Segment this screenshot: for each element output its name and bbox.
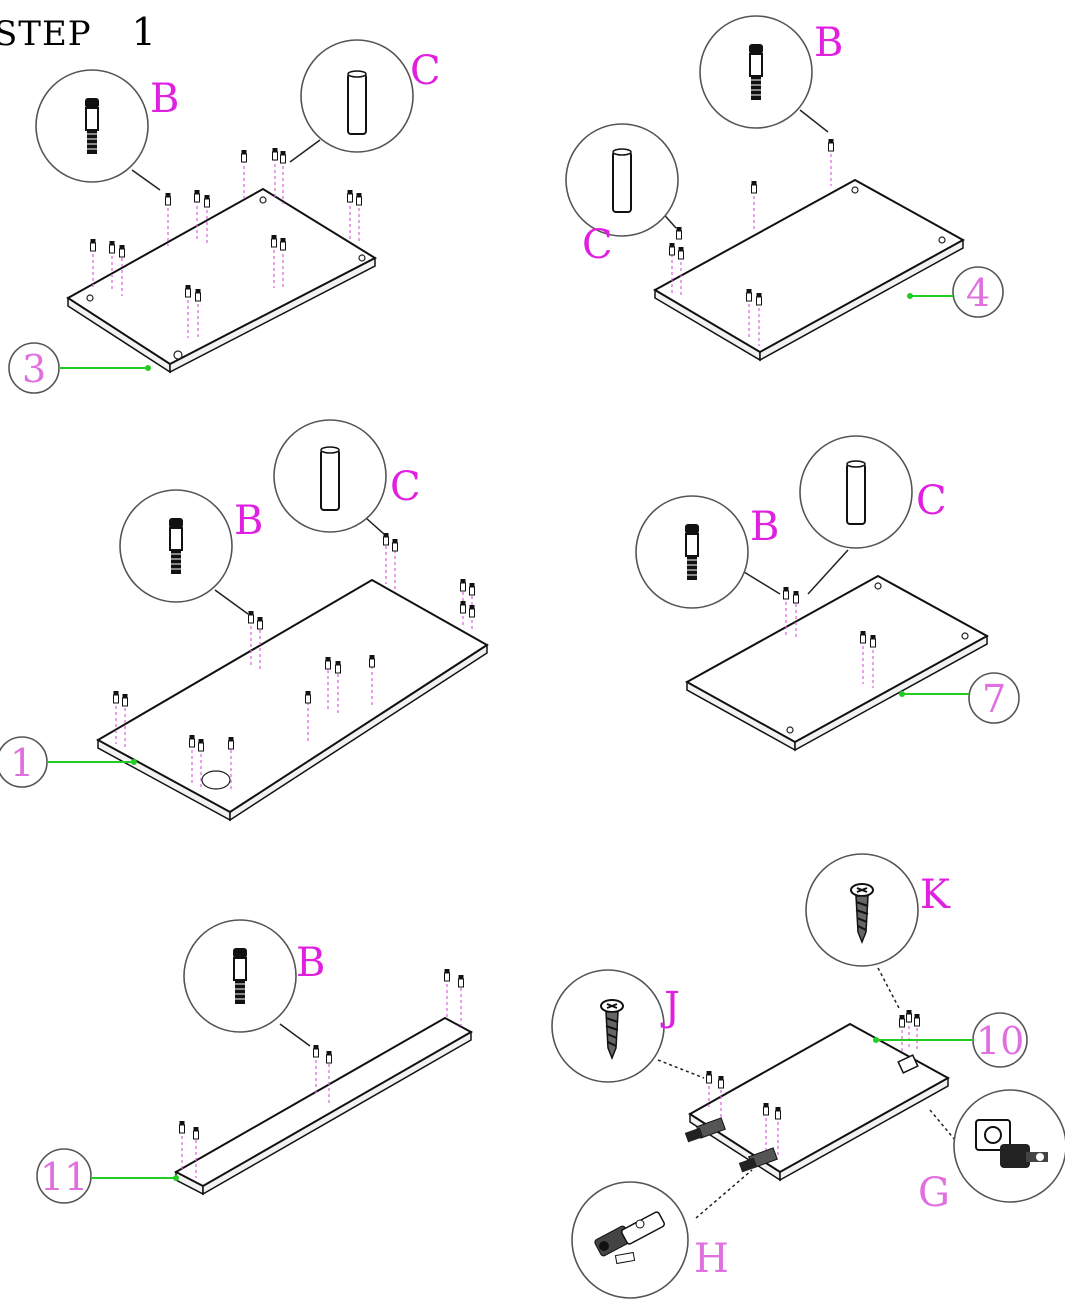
panel-11-top [173, 1016, 474, 1188]
step-number: 1 [131, 10, 157, 54]
label-b: B [150, 76, 179, 122]
panel-4-top [652, 178, 966, 354]
panel-number-10: 10 [976, 1019, 1024, 1063]
label-k: K [920, 872, 951, 918]
cam-bolt-icon [684, 523, 700, 581]
panel-number-7: 7 [982, 677, 1006, 721]
panel-1-top [95, 578, 489, 814]
panel-7-top [684, 574, 990, 744]
label-j: J [660, 984, 680, 1030]
label-b: B [234, 498, 263, 544]
label-g: G [918, 1170, 950, 1216]
label-c: C [582, 222, 613, 268]
hinge-on-panel [684, 1117, 778, 1173]
hinge-icon [594, 1211, 665, 1265]
label-c: C [390, 464, 421, 510]
panel-1-group: B C 1 [0, 419, 489, 822]
cam-bolt-icon [232, 947, 248, 1005]
hole [173, 350, 183, 360]
dowel-icon [347, 70, 367, 135]
panel-number-1: 1 [10, 741, 34, 785]
panel-7-group: B C 7 [635, 435, 1020, 752]
cam-bolt-icon [168, 517, 184, 575]
step-word: STEP [0, 14, 92, 54]
panel-11-group: B 11 [36, 919, 474, 1204]
hole [259, 196, 267, 204]
cam-bolt-icon [748, 43, 764, 101]
panel-number-4: 4 [966, 271, 990, 315]
label-b: B [296, 940, 325, 986]
label-c: C [916, 478, 947, 524]
dowel-icon [846, 460, 866, 525]
panel-3-group: B C 3 [8, 39, 441, 394]
panel-number-3: 3 [22, 347, 46, 391]
label-b: B [750, 504, 779, 550]
dowel-icon [612, 148, 632, 213]
panel-10-group: J K H G 10 [551, 853, 1065, 1299]
hole [358, 254, 366, 262]
panel-4-group: B C 4 [565, 15, 1004, 362]
panel-number-11: 11 [40, 1155, 88, 1199]
dowel-icon [320, 446, 340, 511]
label-h: H [694, 1236, 729, 1282]
cam-bolt-icon [84, 97, 100, 155]
panel-3-top [66, 187, 378, 366]
step-title: STEP 1 [0, 10, 157, 54]
lock-icon [975, 1119, 1048, 1168]
label-b: B [814, 20, 843, 66]
panel-10-top [688, 1022, 951, 1174]
label-c: C [410, 48, 441, 94]
hole [86, 294, 94, 302]
